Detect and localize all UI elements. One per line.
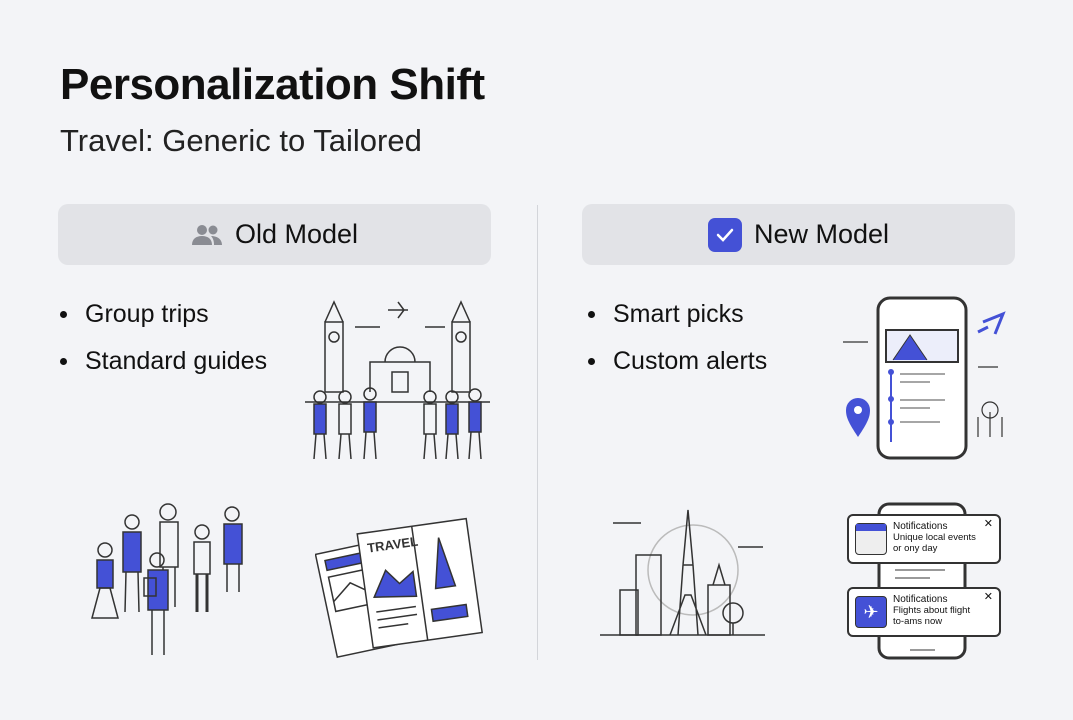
close-icon[interactable]: ✕ bbox=[983, 591, 993, 603]
old-model-header: Old Model bbox=[58, 204, 491, 265]
notification-line: Flights about flight bbox=[893, 605, 971, 616]
close-icon[interactable]: ✕ bbox=[983, 518, 993, 530]
new-model-bullets: Smart picks Custom alerts bbox=[588, 300, 767, 394]
city-skyline-illustration bbox=[600, 509, 765, 636]
divider bbox=[537, 205, 538, 660]
calendar-icon bbox=[855, 523, 887, 555]
bullet-item: Smart picks bbox=[588, 300, 767, 329]
notification-line: or ony day bbox=[893, 543, 938, 554]
notification-title: Notifications bbox=[893, 594, 948, 605]
page-subtitle: Travel: Generic to Tailored bbox=[60, 123, 422, 158]
plane-icon: ✈ bbox=[855, 596, 887, 628]
checkbox-icon bbox=[707, 217, 742, 252]
bullet-item: Standard guides bbox=[60, 347, 267, 376]
notification-line: to-ams now bbox=[893, 616, 943, 627]
new-model-label: New Model bbox=[753, 219, 890, 249]
notification-line: Unique local events bbox=[893, 532, 976, 543]
old-model-bullets: Group trips Standard guides bbox=[60, 300, 267, 394]
users-icon bbox=[191, 224, 222, 245]
old-model-label: Old Model bbox=[234, 219, 359, 249]
phone-map-illustration bbox=[843, 296, 1006, 460]
new-model-header: New Model bbox=[582, 204, 1015, 265]
bullet-item: Custom alerts bbox=[588, 347, 767, 376]
bullet-item: Group trips bbox=[60, 300, 267, 329]
brochure-label: TRAVEL bbox=[366, 534, 419, 556]
notification-title: Notifications bbox=[893, 521, 948, 532]
page-title: Personalization Shift bbox=[60, 60, 485, 109]
travel-brochure-illustration: TRAVEL bbox=[315, 517, 484, 659]
tour-group-landmarks-illustration bbox=[305, 300, 490, 460]
crowd-illustration bbox=[91, 503, 243, 655]
